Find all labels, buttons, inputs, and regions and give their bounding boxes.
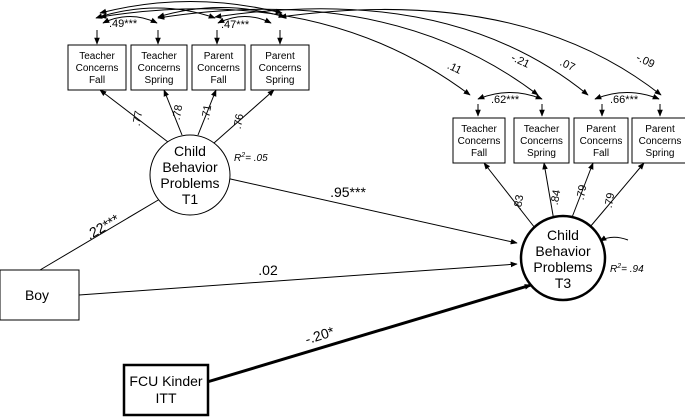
latent-t1-circle xyxy=(149,134,231,216)
indicator-line: Parent xyxy=(204,51,234,62)
loading-arrows xyxy=(99,89,645,229)
latent-t1-line: Child xyxy=(174,143,206,159)
indicator-line: Concerns xyxy=(458,136,501,147)
indicator-box-t1-teacher-spring: Teacher Concerns Spring xyxy=(130,44,188,91)
residual-latent-t3 xyxy=(599,235,629,242)
loading-label-t3-3: .79 xyxy=(575,184,589,201)
indicator-box-t3-parent-spring: Parent Concerns Spring xyxy=(631,117,685,164)
loading-label-t3-4: .79 xyxy=(603,192,617,209)
arc-t1-teacher-fall-parent-spring xyxy=(99,1,283,15)
structural-paths xyxy=(39,177,532,384)
indicator-line: Concerns xyxy=(138,63,181,74)
indicator-box-t3-teacher-fall: Teacher Concerns Fall xyxy=(452,117,506,164)
loading-label-t3-2: .84 xyxy=(549,189,563,206)
indicator-line: Teacher xyxy=(141,51,177,62)
indicator-line: Concerns xyxy=(639,136,682,147)
path-fcu-t3 xyxy=(206,283,532,384)
indicator-line: Parent xyxy=(645,124,675,135)
indicator-line: Fall xyxy=(210,75,226,86)
corr-label-t1-parent: .47*** xyxy=(221,19,250,31)
loading-t1-3 xyxy=(197,89,217,136)
latent-t3-r-squared: R2= .94 xyxy=(610,263,644,275)
indicator-line: Parent xyxy=(265,51,295,62)
indicator-line: Concerns xyxy=(520,136,563,147)
indicator-line: Concerns xyxy=(580,136,623,147)
path-label-t1-t3: .95*** xyxy=(330,184,366,200)
latent-t1-r-squared: R2= .05 xyxy=(234,152,268,164)
indicator-line: Spring xyxy=(646,148,675,159)
loading-label-t3-1: .83 xyxy=(512,194,526,211)
indicator-line: Parent xyxy=(586,124,616,135)
indicator-box-t1-parent-fall: Parent Concerns Fall xyxy=(191,44,246,91)
latent-t3: Child Behavior Problems T3 R2= .94 xyxy=(519,214,644,302)
corr-label-t3-teacher: .62*** xyxy=(491,94,520,106)
indicator-box-t1-parent-spring: Parent Concerns Spring xyxy=(250,44,310,91)
loading-label-t1-4: .76 xyxy=(232,113,246,130)
corr-label-cross-2: -.21 xyxy=(509,52,531,71)
predictor-boy-label: Boy xyxy=(25,287,49,303)
path-boy-t1 xyxy=(39,195,166,271)
arc-t3-parent-fall-spring xyxy=(594,92,660,100)
correlation-labels: .49*** .47*** .62*** .66*** .11 -.21 .07… xyxy=(109,18,656,106)
loading-label-t1-3: .71 xyxy=(200,104,214,121)
indicator-box-t3-teacher-spring: Teacher Concerns Spring xyxy=(513,117,570,164)
correlation-arcs xyxy=(95,1,662,100)
corr-label-cross-4: -.09 xyxy=(634,52,656,71)
latent-t1-line: Behavior xyxy=(162,159,218,175)
corr-label-t3-parent: .66*** xyxy=(610,94,639,106)
path-labels: .22*** .95*** .02 -.20* xyxy=(83,184,366,347)
latent-t3-circle xyxy=(519,214,607,302)
indicator-line: Teacher xyxy=(79,51,115,62)
predictor-fcu-label: ITT xyxy=(156,390,177,406)
residual-arrows xyxy=(94,30,663,242)
loading-t1-2 xyxy=(163,89,183,136)
path-t1-t3 xyxy=(225,177,518,245)
corr-label-cross-1: .11 xyxy=(445,60,463,77)
predictor-boy: Boy xyxy=(0,269,80,321)
indicator-line: Spring xyxy=(145,75,174,86)
latent-t3-line: Child xyxy=(547,227,579,243)
loading-t3-1 xyxy=(483,162,536,229)
arc-cross-4 xyxy=(279,8,662,96)
latent-t1: Child Behavior Problems T1 R2= .05 xyxy=(149,134,268,216)
indicator-box-t3-parent-fall: Parent Concerns Fall xyxy=(573,117,629,164)
latent-t1-line: Problems xyxy=(160,175,219,191)
indicator-line: Fall xyxy=(593,148,609,159)
path-boy-t3 xyxy=(78,261,518,296)
loading-t1-1 xyxy=(99,89,169,143)
loading-label-t1-1: .77 xyxy=(131,110,145,127)
latent-t3-line: Problems xyxy=(533,259,592,275)
indicator-line: Fall xyxy=(89,75,105,86)
loading-label-t1-2: .78 xyxy=(171,104,185,121)
corr-label-cross-3: .07 xyxy=(558,57,577,74)
indicator-line: Concerns xyxy=(76,63,119,74)
predictor-fcu-label: FCU Kinder xyxy=(129,373,202,389)
latent-t3-line: Behavior xyxy=(535,243,591,259)
indicator-line: Concerns xyxy=(197,63,240,74)
arc-t3-teacher-fall-spring xyxy=(477,92,543,100)
path-label-boy-t3: .02 xyxy=(258,262,278,278)
path-label-boy-t1: .22*** xyxy=(83,211,122,243)
latent-t1-line: T1 xyxy=(182,191,199,207)
latent-t3-line: T3 xyxy=(555,275,572,291)
indicator-line: Concerns xyxy=(259,63,302,74)
loading-t1-4 xyxy=(213,89,275,144)
loading-t3-4 xyxy=(589,162,645,228)
indicator-line: Teacher xyxy=(524,124,560,135)
indicator-line: Spring xyxy=(266,75,295,86)
corr-label-t1-teacher: .49*** xyxy=(109,18,138,30)
loading-labels-t3: .83 .84 .79 .79 xyxy=(512,184,617,211)
loading-t3-3 xyxy=(570,162,594,221)
indicator-box-t1-teacher-fall: Teacher Concerns Fall xyxy=(67,44,127,91)
predictor-fcu: FCU Kinder ITT xyxy=(122,363,210,417)
indicator-line: Spring xyxy=(527,148,556,159)
indicator-line: Fall xyxy=(471,148,487,159)
loading-t3-2 xyxy=(542,162,555,222)
loading-labels-t1: .77 .78 .71 .76 xyxy=(131,104,246,130)
indicator-line: Teacher xyxy=(461,124,497,135)
